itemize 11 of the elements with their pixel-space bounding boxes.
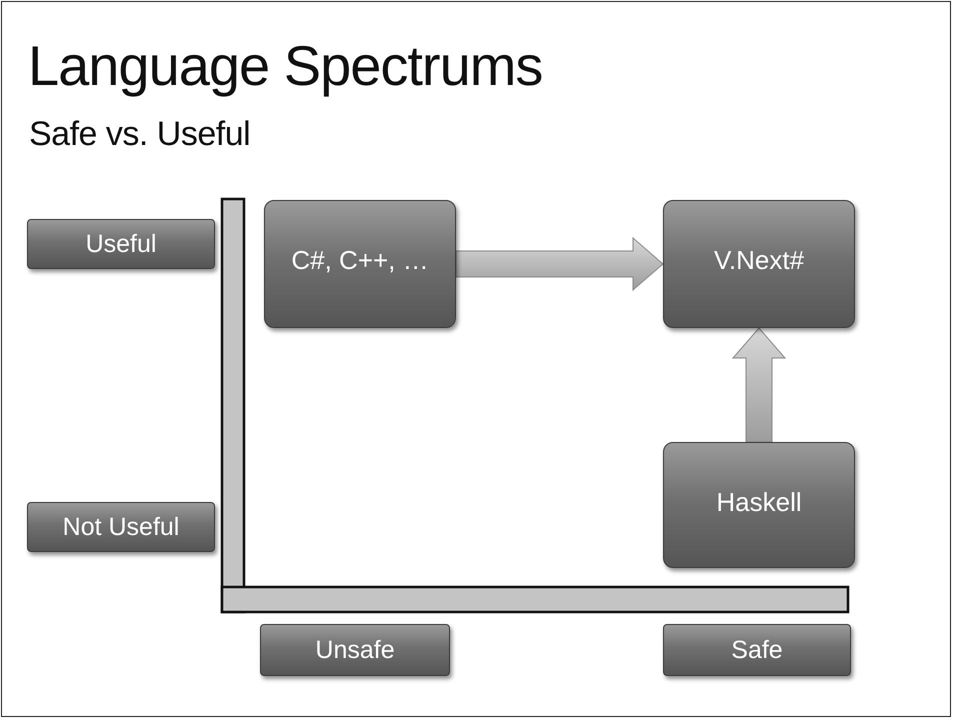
subtitle: Safe vs. Useful xyxy=(29,114,250,154)
block-arrow xyxy=(456,236,664,292)
label-box: Safe xyxy=(663,624,851,676)
label-box: Unsafe xyxy=(260,624,450,676)
label-box: Useful xyxy=(27,219,215,269)
block-arrow xyxy=(732,327,786,442)
title: Language Spectrums xyxy=(28,34,542,98)
label-box: Haskell xyxy=(663,442,855,568)
label-box: Not Useful xyxy=(27,502,215,552)
label-box: C#, C++, … xyxy=(264,200,456,328)
label-box: V.Next# xyxy=(663,200,855,328)
